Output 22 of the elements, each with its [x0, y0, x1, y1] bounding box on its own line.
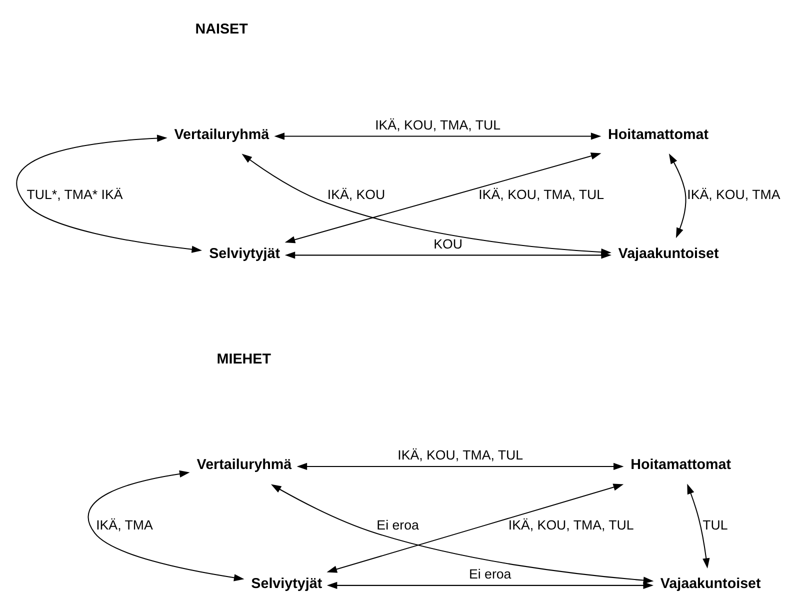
node-text: Selviytyjät: [208, 246, 280, 262]
node-text: Hoitamattomat: [630, 457, 731, 474]
edge-label: IKÄ, KOU, TMA, TUL: [374, 117, 500, 132]
edge-label: IKÄ, KOU, TMA: [686, 187, 780, 202]
node-text: Selviytyjät: [250, 576, 322, 592]
edge-label: IKÄ, KOU: [326, 187, 385, 202]
edge-label: IKÄ, KOU, TMA, TUL: [478, 187, 604, 202]
edge-label: Ei eroa: [376, 517, 418, 532]
label: MIEHET: [216, 352, 270, 368]
edge-label: TUL: [702, 517, 728, 532]
edge-label: IKÄ, KOU, TMA, TUL: [397, 448, 523, 463]
edge-label: TUL*, TMA* IKÄ: [26, 187, 122, 202]
label: NAISET: [194, 21, 248, 38]
edge-label: IKÄ, TMA: [96, 517, 152, 532]
edge-label: Ei eroa: [468, 566, 511, 582]
node-text: Vertailuryhmä: [174, 126, 269, 143]
node-text: Hoitamattomat: [608, 126, 708, 143]
edge-label: IKÄ, KOU, TMA, TUL: [508, 517, 634, 532]
edge-label: KOU: [433, 236, 462, 252]
node-text: Vajaakuntoiset: [618, 246, 718, 262]
node-text: Vajaakuntoiset: [660, 576, 760, 592]
node-text: Vertailuryhmä: [196, 457, 292, 474]
